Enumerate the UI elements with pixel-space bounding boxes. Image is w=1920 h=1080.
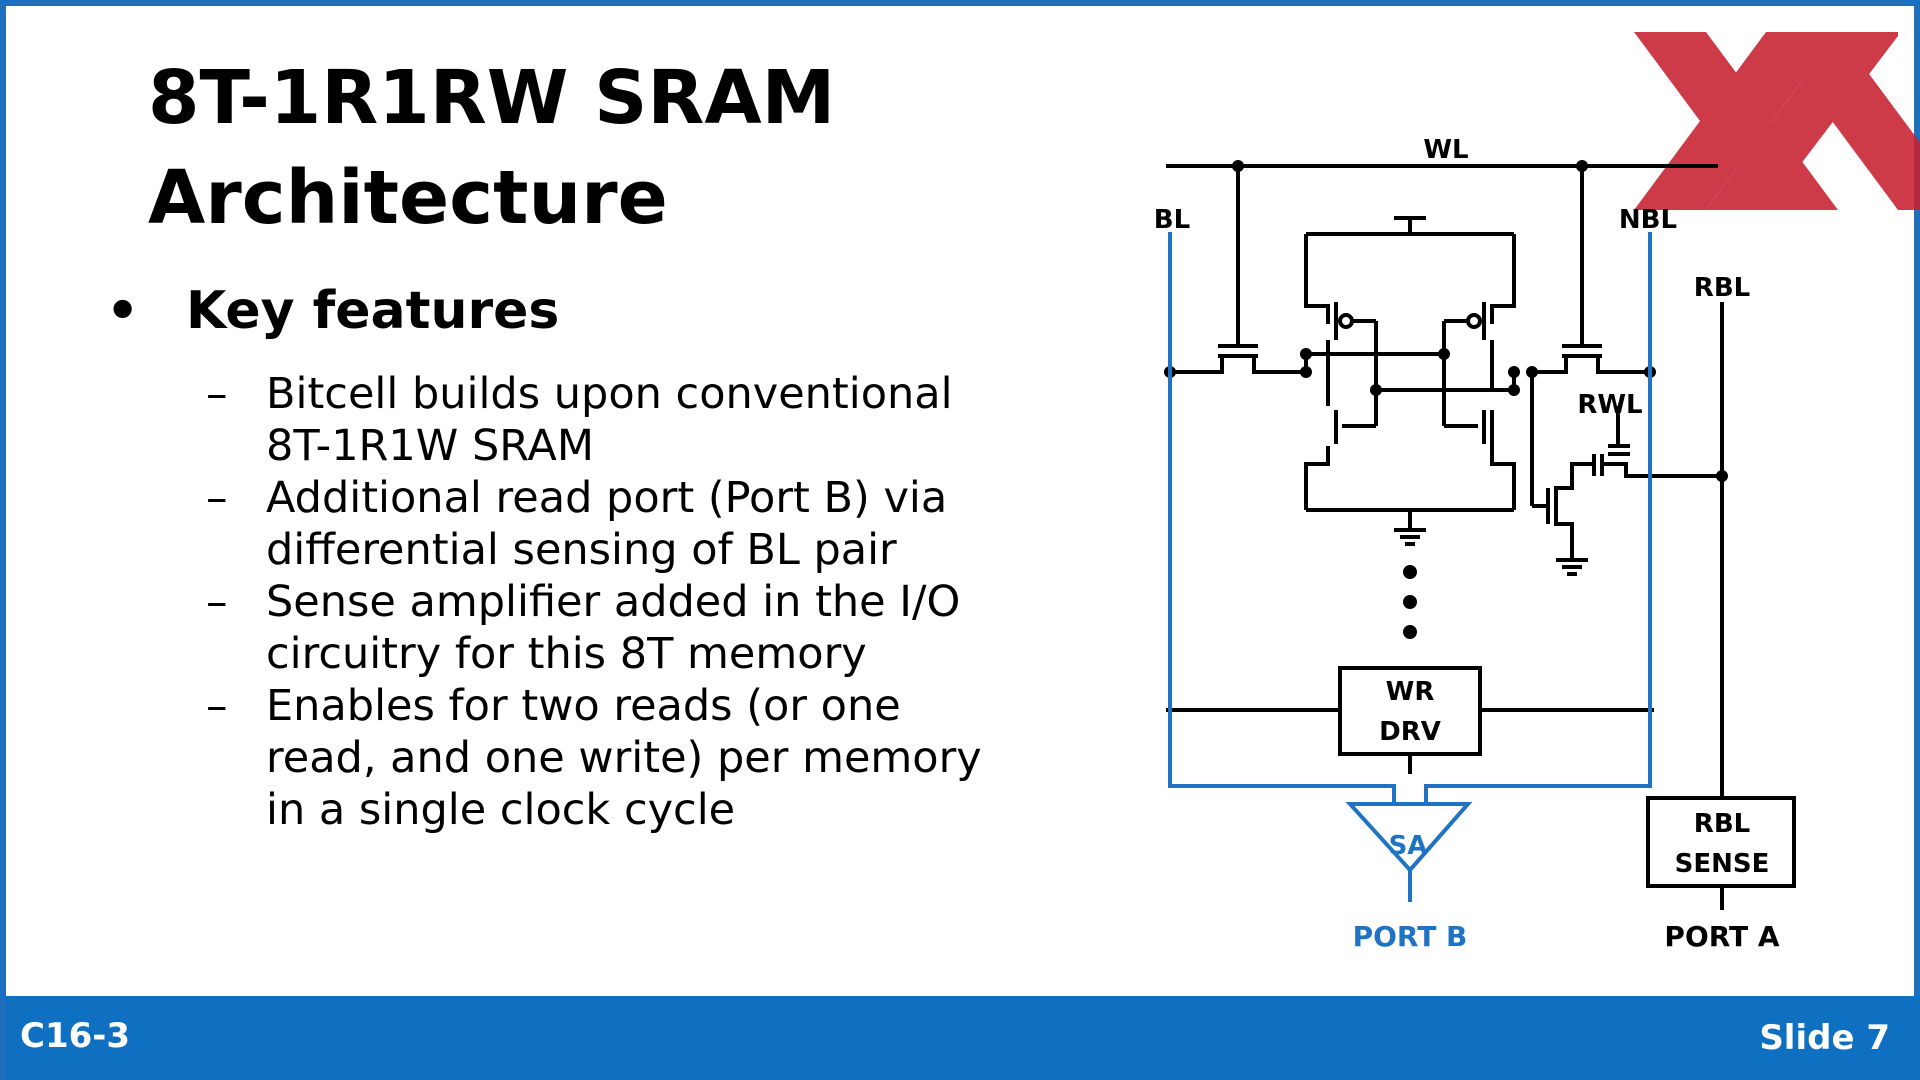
label-port-a: PORT A (1664, 920, 1779, 953)
label-rwl: RWL (1577, 390, 1642, 420)
label-wl: WL (1423, 135, 1468, 165)
title-line-1: 8T-1R1RW SRAM (148, 55, 836, 141)
bullet-key-features: • Key features (106, 276, 986, 346)
sub-bullet: –Enables for two reads (or one read, and… (206, 681, 982, 835)
sub-bullets: –Bitcell builds upon conventional 8T-1R1… (106, 368, 986, 836)
dash-marker: – (206, 681, 228, 731)
dash-marker: – (206, 369, 228, 419)
bullet-heading: Key features (186, 281, 560, 341)
feature-list: • Key features –Bitcell builds upon conv… (106, 276, 986, 836)
label-port-b: PORT B (1353, 920, 1468, 953)
bullet-marker: • (106, 281, 140, 341)
label-rbl: RBL (1694, 273, 1750, 303)
label-rbl-sense-2: SENSE (1675, 849, 1770, 879)
label-bl: BL (1154, 205, 1190, 235)
sub-bullet: –Sense amplifier added in the I/O circui… (206, 577, 961, 679)
sub-bullet: –Bitcell builds upon conventional 8T-1R1… (206, 369, 953, 471)
label-rbl-sense-1: RBL (1694, 809, 1750, 839)
junction-dots (1164, 160, 1728, 639)
slide-title: 8T-1R1RW SRAM Architecture (148, 48, 835, 248)
sram-circuit-diagram: WL BL NBL RBL RWL WR DRV SA RBL SENSE PO… (1154, 32, 1920, 953)
bitlines-blue (1168, 232, 1652, 902)
wr-drv-box (1338, 666, 1482, 756)
title-line-2: Architecture (148, 155, 668, 241)
session-code: C16-3 (20, 1016, 131, 1056)
footer-bar: C16-3 Slide 7 (6, 996, 1920, 1080)
label-drv: DRV (1379, 717, 1441, 747)
dash-marker: – (206, 577, 228, 627)
dash-marker: – (206, 473, 228, 523)
label-wr: WR (1386, 677, 1435, 707)
label-sa: SA (1389, 831, 1428, 861)
black-wiring (1166, 164, 1724, 910)
sub-bullet: –Additional read port (Port B) via diffe… (206, 473, 948, 575)
slide-number: Slide 7 (1759, 1018, 1890, 1058)
rbl-sense-box (1646, 796, 1796, 888)
logo-xx (1634, 32, 1920, 210)
label-nbl: NBL (1619, 205, 1677, 235)
